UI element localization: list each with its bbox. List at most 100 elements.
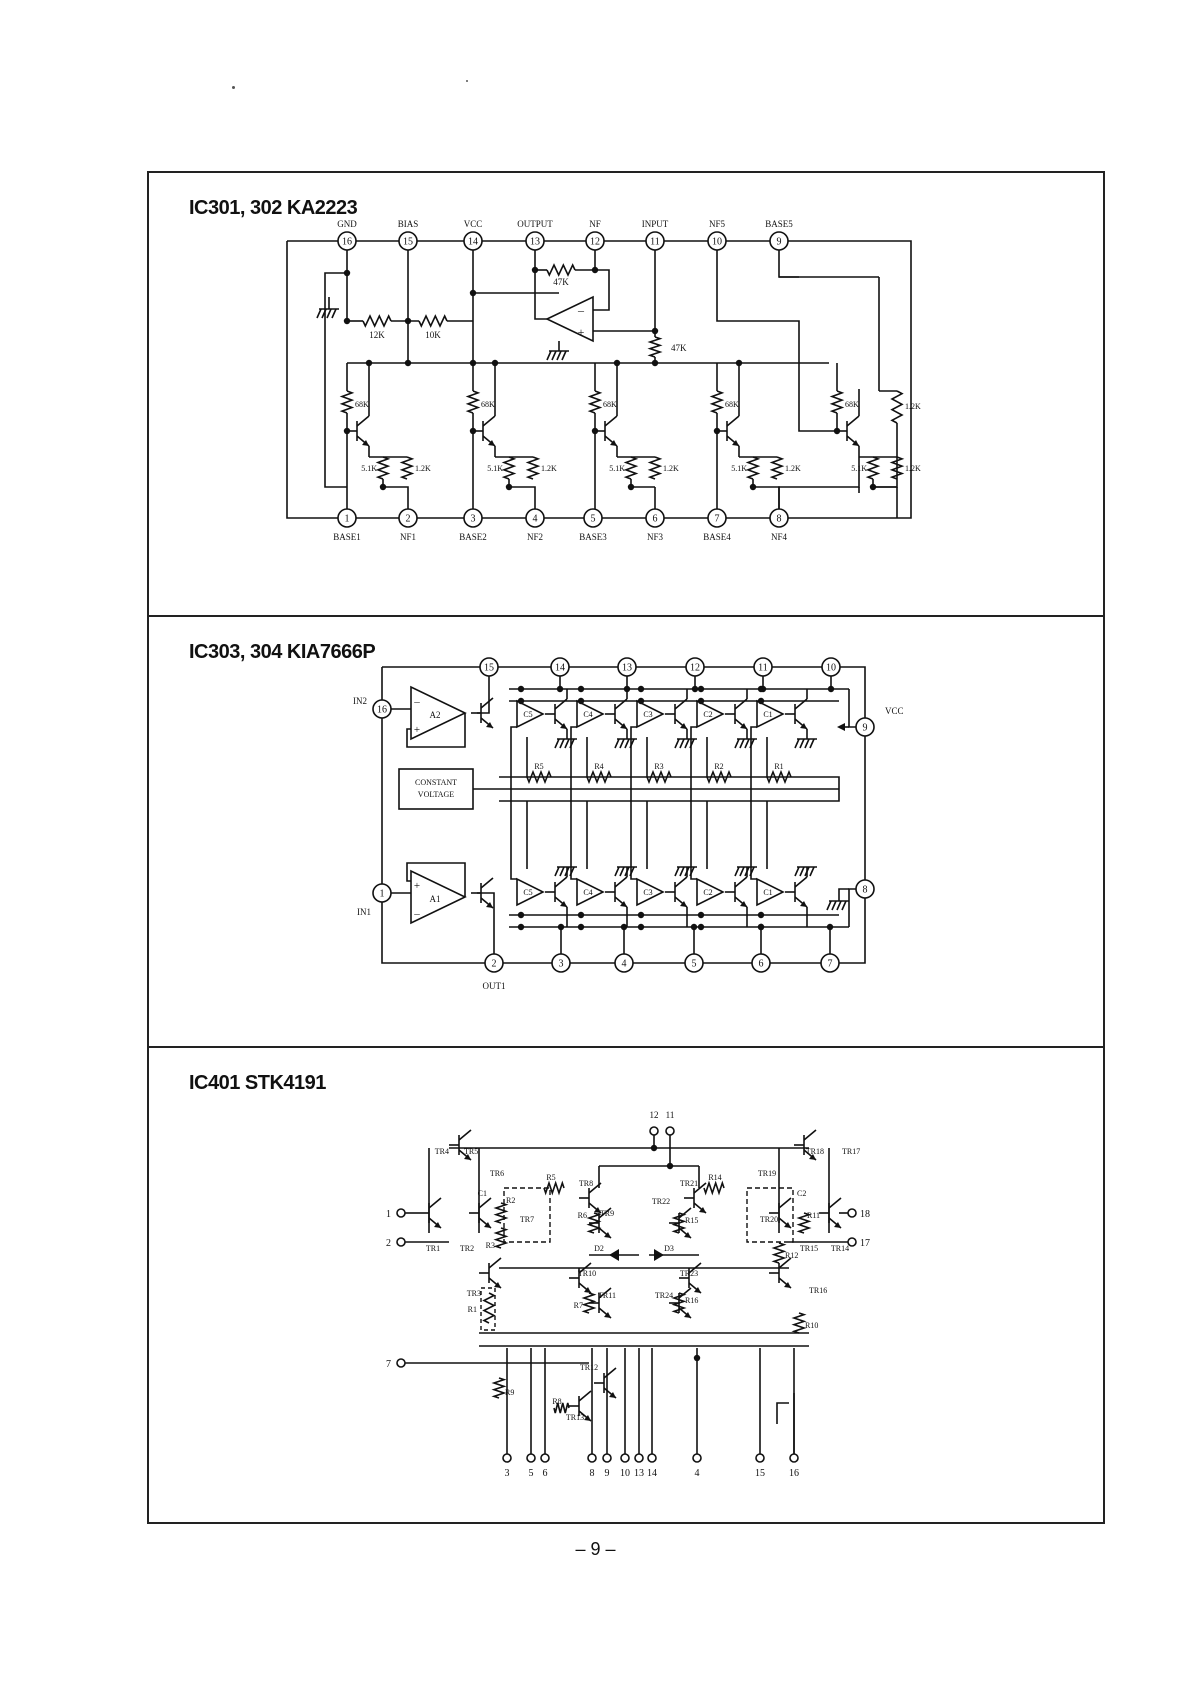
component-label: TR9	[600, 1209, 614, 1218]
pin-label: 15	[755, 1468, 765, 1479]
junction-dot	[365, 359, 373, 367]
pin-number: 5	[692, 959, 697, 970]
component-label: TR24	[655, 1291, 673, 1300]
component-label: C2	[797, 1189, 806, 1198]
comparator-top	[516, 699, 545, 729]
pin-number: 1	[380, 889, 385, 900]
label: 1.2K	[905, 464, 921, 473]
wire	[716, 250, 800, 391]
component-label: R6	[578, 1211, 587, 1220]
component-label: TR1	[426, 1244, 440, 1253]
resistor-label: R3	[654, 762, 663, 771]
junction-dot	[757, 923, 765, 931]
component-label: TR19	[758, 1169, 776, 1178]
transistor-arrow	[694, 1287, 701, 1293]
resistor-68k	[829, 390, 845, 414]
junction-dot	[379, 483, 387, 491]
junction-dot	[637, 911, 645, 919]
ground-hatch	[564, 866, 570, 877]
section-title: IC301, 302 KA2223	[189, 197, 358, 219]
pin-label: 17	[860, 1238, 870, 1249]
resistor-68k	[709, 390, 725, 414]
ground-hatch	[794, 738, 800, 749]
component-label: TR23	[680, 1269, 698, 1278]
pin-label: GND	[337, 219, 357, 229]
label: 47K	[553, 277, 569, 287]
pin-label: IN1	[357, 907, 371, 917]
component-label: TR18	[806, 1147, 824, 1156]
transistor-arrow	[800, 901, 807, 907]
junction-dot	[591, 266, 599, 274]
transistor-arrow	[584, 1287, 591, 1293]
ladder-resistor	[766, 769, 792, 785]
wire	[838, 888, 849, 901]
ground-hatch	[556, 350, 562, 361]
ground-hatch	[841, 900, 847, 911]
resistor-r10	[791, 1312, 807, 1334]
transistor-arrow	[560, 723, 567, 729]
comparator-label: C2	[703, 888, 712, 897]
pin-label: 10	[620, 1468, 630, 1479]
pin-circle	[396, 1208, 406, 1218]
pin-circle	[583, 508, 603, 528]
wire	[382, 479, 407, 488]
junction-dot	[620, 923, 628, 931]
resistor-r6	[586, 1212, 602, 1234]
pin-circle	[647, 1453, 657, 1463]
label: 1.2K	[415, 464, 431, 473]
junction-dot	[697, 697, 705, 705]
amp-label: A1	[430, 894, 441, 904]
junction-dot	[613, 359, 621, 367]
comparator-label: C1	[763, 710, 772, 719]
label: 68K	[603, 400, 617, 409]
pin-number: 8	[777, 514, 782, 525]
wire	[499, 776, 840, 802]
component-label: TR11	[598, 1291, 616, 1300]
pin-label: OUT1	[483, 981, 506, 991]
transistor-arrow	[740, 901, 747, 907]
transistor-arrow	[604, 1232, 611, 1238]
comparator-top	[696, 699, 725, 729]
constant-voltage-label: VOLTAGE	[418, 790, 455, 799]
amp-label: A2	[430, 710, 441, 720]
pin-circle	[396, 1358, 406, 1368]
label: 11	[666, 1110, 675, 1120]
wire	[750, 726, 757, 880]
junction-dot	[531, 266, 539, 274]
transistor-arrow	[699, 1207, 706, 1213]
transistor-collector	[614, 876, 628, 888]
wire	[848, 888, 856, 927]
junction-dot	[577, 911, 585, 919]
resistor-5-1k	[623, 456, 639, 480]
label: +	[414, 880, 420, 892]
pin-number: 10	[826, 663, 836, 674]
component-label: R3	[486, 1241, 495, 1250]
wire	[872, 479, 897, 488]
transistor-collector	[794, 698, 808, 710]
ground-hatch	[559, 866, 565, 877]
pin-number: 2	[492, 959, 497, 970]
component-label: TR7	[520, 1215, 534, 1224]
dashed-box-r1	[480, 1287, 496, 1331]
transistor-arrow	[620, 723, 627, 729]
pin-number: 2	[406, 514, 411, 525]
ground-hatch	[619, 738, 625, 749]
pin-label: 4	[695, 1468, 700, 1479]
resistor-r2	[493, 1202, 509, 1224]
pin-number: 3	[471, 514, 476, 525]
page-number: – 9 –	[575, 1539, 616, 1559]
resistor-label: R2	[714, 762, 723, 771]
resistor-68k	[587, 390, 603, 414]
pin-label: 2	[386, 1238, 391, 1249]
component-label: TR21	[680, 1179, 698, 1188]
pin-circle	[665, 1126, 675, 1136]
resistor-5-1k	[501, 456, 517, 480]
pin-label: 6	[543, 1468, 548, 1479]
label: 68K	[355, 400, 369, 409]
transistor-arrow	[680, 723, 687, 729]
transistor-collector	[734, 876, 748, 888]
component-label: TR3	[467, 1289, 481, 1298]
junction-dot	[577, 923, 585, 931]
